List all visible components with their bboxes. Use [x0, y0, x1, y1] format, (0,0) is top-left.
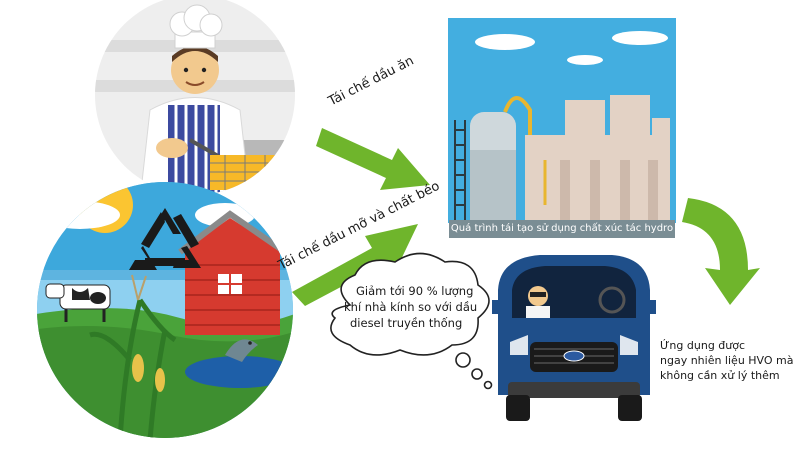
thought-cloud-icon — [330, 252, 493, 390]
chef-scene — [95, 0, 295, 195]
fish-icon — [225, 339, 258, 362]
corn-plant-icon — [89, 274, 177, 438]
result-line-1: Ứng dụng được — [660, 339, 746, 352]
driver — [526, 286, 626, 318]
ford-logo-icon — [563, 350, 585, 362]
refinery-scene — [448, 18, 676, 223]
result-line-2: ngay nhiên liệu HVO mà — [660, 354, 794, 367]
factory-building — [525, 95, 670, 220]
arrow-fat — [292, 224, 418, 306]
bubble-line-2: khí nhà kính so với dầu — [344, 300, 478, 314]
storage-tank — [470, 96, 541, 220]
recycle-icon — [129, 208, 201, 270]
arrow-plant-to-van — [682, 198, 760, 305]
cow-icon — [45, 283, 111, 322]
chef-head — [171, 46, 219, 94]
result-line-3: không cần xử lý thêm — [660, 369, 780, 382]
bubble-line-3: diesel truyền thống — [350, 316, 463, 330]
process-arrows — [292, 128, 760, 306]
bubble-line-1: Giảm tới 90 % lượng — [356, 284, 474, 298]
barn-icon — [178, 210, 287, 335]
arrow-cooking-oil — [316, 128, 430, 190]
pond — [185, 356, 293, 388]
van-grille — [530, 342, 618, 372]
chef-hat-icon — [169, 4, 223, 49]
ladder — [454, 120, 466, 220]
plant-caption: Quá trình tái tạo sử dụng chất xúc tác h… — [449, 220, 675, 238]
van-icon — [492, 255, 656, 421]
